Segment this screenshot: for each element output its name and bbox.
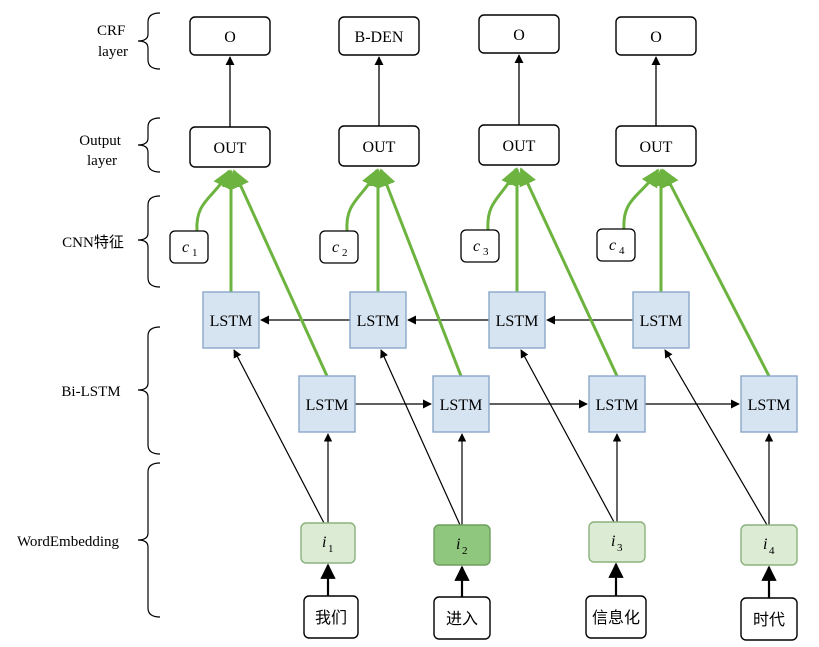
bilstm-label: Bi-LSTM (61, 384, 120, 400)
embedding-box: i 4 (740, 524, 798, 566)
embedding-sub: 4 (769, 545, 775, 557)
lstm-label: LSTM (357, 313, 400, 330)
embedding-sub: 3 (617, 542, 623, 554)
output-box: OUT (478, 124, 560, 166)
cnn-feature-var: c (473, 238, 480, 255)
forward-lstm-cell: LSTM (740, 375, 798, 433)
word-box: 信息化 (585, 595, 647, 639)
backward-lstm-cell: LSTM (488, 291, 546, 349)
cnn-feature-sub: 4 (619, 245, 625, 257)
cnn-feature-var: c (609, 237, 616, 254)
cnn-feature-to-out-arrow (622, 168, 660, 230)
backward-lstm-cell: LSTM (202, 291, 260, 349)
embedding-sub: 2 (462, 545, 468, 557)
layer-labels: CRF layer Output layer CNN特征 Bi-LSTM Wor… (17, 23, 129, 550)
word-row: 我们 进入 信息化 时代 (303, 595, 798, 641)
forward-lstm-cell: LSTM (298, 375, 356, 433)
crf-tag-box: O (615, 16, 697, 56)
output-box: OUT (338, 125, 420, 167)
word-label: 时代 (753, 610, 785, 629)
wordembedding-label: WordEmbedding (17, 534, 120, 550)
embedding-row: i 1 i 2 i 3 i 4 (300, 521, 798, 566)
output-brace (137, 117, 161, 173)
crf-tag-label: O (650, 29, 662, 46)
forward-lstm-cell: LSTM (432, 375, 490, 433)
forward-lstm-to-out-arrow (661, 168, 771, 377)
cnn-feature-sub: 3 (483, 246, 489, 258)
lstm-label: LSTM (306, 397, 349, 414)
word-box: 时代 (740, 597, 798, 641)
embedding-var: i (611, 533, 615, 550)
lstm-label: LSTM (596, 397, 639, 414)
word-label: 信息化 (592, 608, 640, 627)
crf-tag-box: O (478, 14, 560, 54)
backward-lstm-row: LSTM LSTM LSTM LSTM (202, 291, 690, 349)
lstm-label: LSTM (440, 397, 483, 414)
cnn-feature-label: CNN特征 (62, 234, 124, 251)
crf-tag-box: B-DEN (338, 16, 420, 56)
word-box: 我们 (303, 595, 359, 639)
connections (225, 54, 777, 598)
cnn-feature-to-out-arrow (345, 168, 379, 232)
embedding-box: i 3 (588, 521, 646, 563)
cnn-feature-row: c 1 c 2 c 3 c 4 (169, 228, 636, 264)
embedding-brace (137, 462, 161, 618)
forward-lstm-to-out-arrow (378, 168, 463, 377)
cnn-feature-box: c 3 (460, 229, 500, 263)
crf-tag-label: B-DEN (355, 29, 404, 46)
embedding-to-backward-lstm-arrow (664, 349, 768, 526)
cnn-feature-var: c (182, 239, 189, 256)
lstm-label: LSTM (640, 313, 683, 330)
embedding-var: i (456, 536, 460, 553)
cnn-feature-to-out-arrow (486, 167, 518, 231)
lstm-label: LSTM (748, 397, 791, 414)
feature-connections (195, 167, 771, 377)
output-row: OUT OUT OUT OUT (189, 124, 697, 168)
lstm-label: LSTM (210, 313, 253, 330)
embedding-box-active: i 2 (433, 524, 491, 566)
cnn-feature-sub: 2 (342, 247, 348, 259)
embedding-to-backward-lstm-arrow (520, 349, 615, 523)
output-label: OUT (363, 139, 396, 156)
output-label: OUT (503, 138, 536, 155)
embedding-box: i 1 (300, 522, 356, 564)
backward-lstm-cell: LSTM (632, 291, 690, 349)
crf-tag-box: O (189, 16, 271, 56)
crf-tag-label: O (513, 27, 525, 44)
cnn-feature-box: c 1 (169, 230, 209, 264)
embedding-sub: 1 (328, 543, 334, 555)
cnn-feature-var: c (332, 239, 339, 256)
embedding-var: i (322, 534, 326, 551)
forward-lstm-row: LSTM LSTM LSTM LSTM (298, 375, 798, 433)
crf-brace (137, 12, 161, 70)
forward-lstm-to-out-arrow (519, 167, 619, 377)
embedding-var: i (763, 536, 767, 553)
cnn-feature-to-out-arrow (195, 169, 231, 232)
crf-tag-label: O (224, 29, 236, 46)
word-label: 我们 (315, 608, 347, 627)
word-box: 进入 (433, 596, 491, 640)
cnn-feature-sub: 1 (192, 247, 198, 259)
lstm-label: LSTM (496, 313, 539, 330)
forward-lstm-cell: LSTM (588, 375, 646, 433)
word-label: 进入 (446, 609, 478, 628)
embedding-to-backward-lstm-arrow (233, 349, 325, 524)
output-label: OUT (214, 140, 247, 157)
forward-lstm-to-out-arrow (232, 169, 329, 377)
backward-lstm-cell: LSTM (349, 291, 407, 349)
output-layer-label: Output layer (79, 133, 124, 169)
cnn-brace (137, 195, 161, 288)
crf-layer-label: CRF layer (97, 23, 129, 60)
cnn-feature-box: c 2 (319, 230, 359, 264)
output-box: OUT (615, 125, 697, 167)
layer-braces (137, 12, 161, 618)
bilstm-brace (137, 326, 161, 455)
embedding-to-backward-lstm-arrow (380, 349, 461, 526)
crf-row: O B-DEN O O (189, 14, 697, 56)
output-label: OUT (640, 139, 673, 156)
cnn-feature-box: c 4 (596, 228, 636, 262)
output-box: OUT (189, 126, 271, 168)
